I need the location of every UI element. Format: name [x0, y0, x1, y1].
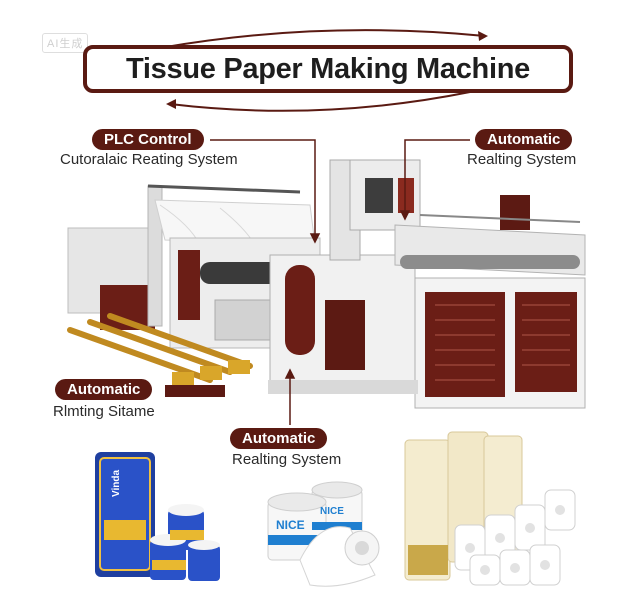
tissue-pack-blue	[95, 452, 155, 577]
automatic-tag-top-right: Automatic	[475, 129, 573, 150]
tissue-rolls-nice	[267, 481, 380, 587]
automatic-subtitle-top-right: Realting System	[467, 151, 577, 168]
pack-brand-label: Vinda	[111, 469, 123, 498]
ai-watermark: AI生成	[42, 33, 89, 53]
automatic-tag-left: Automatic	[55, 379, 153, 400]
automatic-tag-bottom: Automatic	[230, 428, 328, 449]
plc-control-subtitle: Cutoralaic Reating System	[60, 151, 238, 168]
nice-brand-label-back: NICE	[320, 506, 344, 517]
title-banner: Tissue Paper Making Machine	[83, 45, 573, 93]
nice-brand-label-front: NICE	[276, 518, 305, 532]
tissue-rolls-blue	[150, 504, 220, 581]
automatic-subtitle-left: Rlmting Sitame	[53, 403, 155, 420]
page-title: Tissue Paper Making Machine	[126, 52, 530, 85]
automatic-subtitle-bottom: Realting System	[232, 451, 342, 468]
plc-control-tag: PLC Control	[92, 129, 204, 150]
tissue-rolls-cream	[404, 431, 576, 586]
